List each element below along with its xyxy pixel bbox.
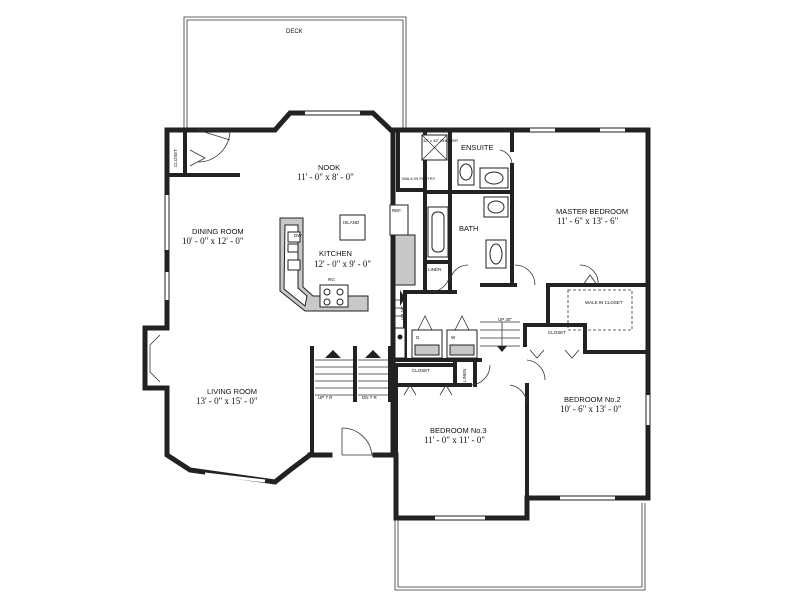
bath-fixtures: [421, 134, 509, 269]
closet-b2-label: CLOSET: [548, 330, 566, 335]
exterior-walls: [142, 110, 651, 521]
stairs-dn-label: DN 7 R: [362, 395, 378, 400]
deck: DECK: [183, 16, 407, 128]
living-dim: 13' - 0" x 15' - 0": [196, 396, 258, 406]
stairs: [315, 290, 405, 396]
bedroom3-name: BEDROOM No.3: [430, 426, 487, 435]
walk-in-closet-outline: [567, 289, 633, 331]
entry-closet-label: CLOSET: [173, 149, 178, 167]
laundry: [394, 321, 520, 359]
rg-label: RG: [328, 277, 335, 282]
kitchen-dim: 12' - 0" x 9' - 0": [314, 259, 371, 269]
interior-walls: [168, 128, 650, 500]
kitchen-cabinets: [279, 204, 416, 312]
fixture-labels: CLOSET ISLAND DW RG REF. WALK IN PANTRY …: [173, 138, 623, 400]
bedroom2-dim: 10' - 6" x 13' - 0": [560, 404, 622, 414]
bedroom2-name: BEDROOM No.2: [564, 395, 621, 404]
nook-dim: 11' - 0" x 8' - 0": [297, 172, 354, 182]
nook-name: NOOK: [318, 163, 340, 172]
master-dim: 11' - 6" x 13' - 6": [557, 216, 619, 226]
deck-label: DECK: [286, 29, 303, 35]
ensuite-name: ENSUITE: [461, 143, 494, 152]
linen-hall-label: LINEN: [462, 369, 467, 382]
doors: [189, 129, 599, 456]
front-porch: [394, 503, 646, 591]
ref-label: REF.: [392, 208, 402, 213]
up-30-label: UP 30": [498, 317, 512, 322]
dining-dim: 10' - 0" x 12' - 0": [182, 236, 244, 246]
dw-label: DW: [294, 233, 302, 238]
stairs-up-label: UP 7 R: [318, 395, 333, 400]
pantry-label: WALK IN PANTRY: [402, 176, 436, 181]
closet-b3-label: CLOSET: [412, 368, 430, 373]
walk-in-closet-label: WALK IN CLOSET: [585, 300, 623, 305]
kitchen-name: KITCHEN: [319, 249, 352, 258]
bath-name: BATH: [459, 224, 478, 233]
island-label: ISLAND: [343, 220, 360, 225]
master-name: MASTER BEDROOM: [556, 207, 628, 216]
dining-name: DINING ROOM: [192, 227, 244, 236]
dryer-label: D: [416, 335, 420, 340]
shower-label: 32" x 32" SHOWER: [423, 138, 458, 143]
up-18-label: UP 18": [400, 306, 405, 320]
washer-label: W: [451, 335, 456, 340]
bedroom3-dim: 11' - 0" x 11' - 0": [424, 435, 485, 445]
living-name: LIVING ROOM: [207, 387, 257, 396]
linen-bath-label: LINEN: [428, 267, 441, 272]
room-labels: NOOK 11' - 0" x 8' - 0" DINING ROOM 10' …: [182, 143, 628, 445]
